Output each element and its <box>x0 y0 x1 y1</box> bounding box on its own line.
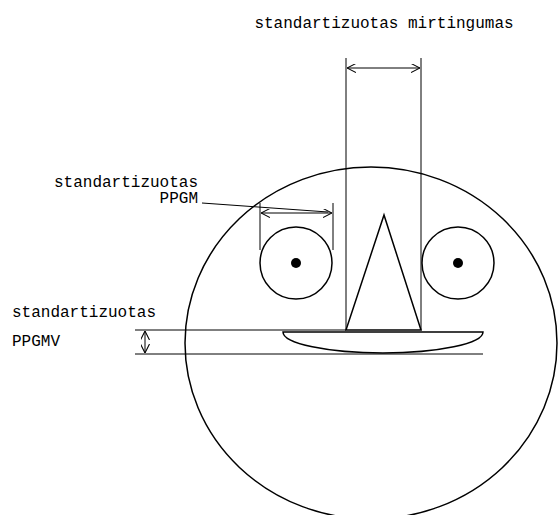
mouth-shape <box>283 332 483 353</box>
extension-line <box>260 203 261 250</box>
extension-line <box>346 58 347 330</box>
extension-line <box>421 58 422 330</box>
dimension-arrow <box>347 68 420 69</box>
extension-line <box>333 203 334 250</box>
dimension-arrow <box>145 331 146 353</box>
face-outline <box>185 167 557 515</box>
extension-line <box>135 354 483 355</box>
leader-line <box>202 203 328 212</box>
right-eye <box>422 227 494 299</box>
left-eye <box>260 227 332 299</box>
dimension-label: standartizuotas PPGM <box>48 175 198 207</box>
dimension-label: standartizuotas PPGMV <box>12 299 162 357</box>
nose-triangle <box>346 215 421 330</box>
right-pupil <box>453 258 463 268</box>
dimension-label: standartizuotas mirtingumas <box>254 14 513 34</box>
left-pupil <box>291 258 301 268</box>
dimension-arrow <box>261 213 332 214</box>
extension-line <box>135 330 346 331</box>
